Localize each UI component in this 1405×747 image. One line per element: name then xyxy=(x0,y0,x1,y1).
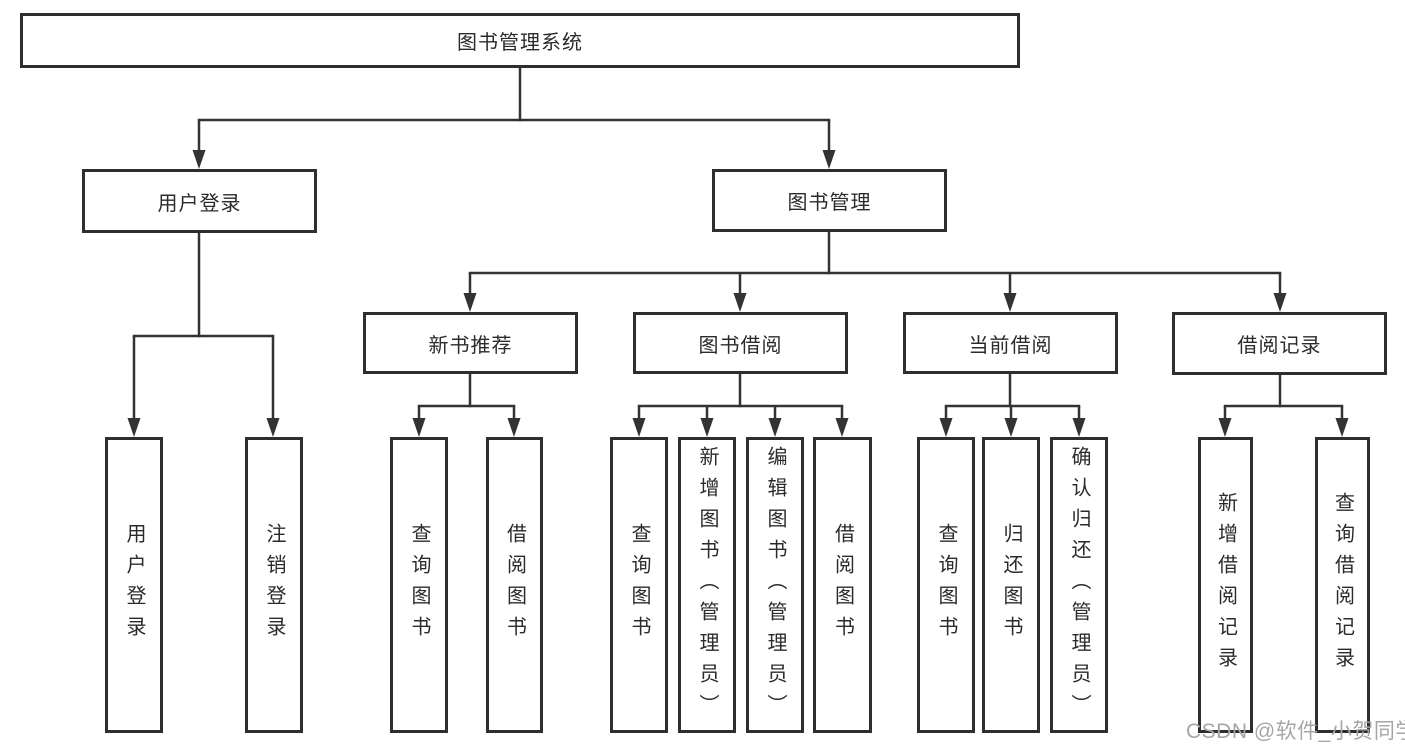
node-book-management: 图书管理 xyxy=(712,169,947,232)
leaf-label: 查询图书 xyxy=(935,523,957,647)
node-label: 图书管理 xyxy=(787,192,872,214)
leaf-label: 查询借阅记录 xyxy=(1331,492,1354,678)
node-user-login: 用户登录 xyxy=(82,169,317,233)
leaf-query-borrow-record: 查询借阅记录 xyxy=(1315,437,1370,733)
leaf-borrow-books: 借阅图书 xyxy=(486,437,543,733)
leaf-user-login: 用户登录 xyxy=(105,437,163,733)
leaf-add-books-admin: 新增图书（管理员） xyxy=(678,437,736,733)
leaf-confirm-return-admin: 确认归还（管理员） xyxy=(1050,437,1108,733)
leaf-label: 用户登录 xyxy=(123,523,145,647)
leaf-label: 查询图书 xyxy=(408,523,430,647)
node-new-book-recommend: 新书推荐 xyxy=(363,312,578,374)
leaf-edit-books-admin: 编辑图书（管理员） xyxy=(746,437,804,733)
leaf-label: 注销登录 xyxy=(263,523,285,647)
leaf-query-books: 查询图书 xyxy=(610,437,668,733)
node-borrowing-records: 借阅记录 xyxy=(1172,312,1387,375)
leaf-query-books: 查询图书 xyxy=(917,437,975,733)
leaf-label: 借阅图书 xyxy=(503,523,526,647)
leaf-borrow-books: 借阅图书 xyxy=(813,437,872,733)
node-current-borrowing: 当前借阅 xyxy=(903,312,1118,374)
leaf-label: 查询图书 xyxy=(628,523,650,647)
leaf-return-books: 归还图书 xyxy=(982,437,1040,733)
leaf-label: 借阅图书 xyxy=(831,523,854,647)
node-label: 当前借阅 xyxy=(968,334,1053,357)
leaf-add-borrow-record: 新增借阅记录 xyxy=(1198,437,1253,733)
node-label: 图书管理系统 xyxy=(457,32,583,54)
node-label: 图书借阅 xyxy=(698,334,783,357)
leaf-label: 新增借阅记录 xyxy=(1214,492,1237,678)
node-label: 用户登录 xyxy=(157,192,242,215)
node-label: 借阅记录 xyxy=(1237,335,1322,357)
csdn-watermark: CSDN @软件_小贺同学 xyxy=(1186,720,1405,743)
leaf-label: 新增图书（管理员） xyxy=(696,445,718,725)
node-library-management-system: 图书管理系统 xyxy=(20,13,1020,68)
node-label: 新书推荐 xyxy=(428,334,513,357)
leaf-label: 确认归还（管理员） xyxy=(1068,445,1090,725)
leaf-logout: 注销登录 xyxy=(245,437,303,733)
leaf-query-books: 查询图书 xyxy=(390,437,448,733)
leaf-label: 编辑图书（管理员） xyxy=(764,445,786,725)
node-book-borrowing: 图书借阅 xyxy=(633,312,848,374)
leaf-label: 归还图书 xyxy=(1000,523,1022,647)
